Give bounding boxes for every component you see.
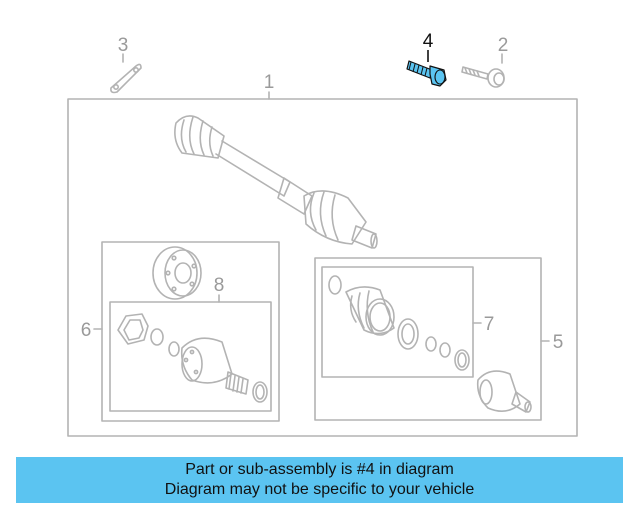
parts-diagram: 1 2 3 4 5 6 7 8 (67, 31, 578, 437)
callout-1: 1 (264, 72, 275, 93)
assembly-box-7 (321, 266, 474, 378)
assembly-box-1 (67, 98, 578, 437)
callout-3: 3 (118, 35, 129, 56)
part-4-bolt-highlighted[interactable] (406, 50, 447, 87)
banner-line-part: Part or sub-assembly is #4 in diagram (185, 461, 454, 478)
callout-7: 7 (484, 314, 495, 335)
part-8-inner-joint (117, 313, 268, 403)
callout-6: 6 (81, 320, 92, 341)
callout-4[interactable]: 4 (423, 31, 434, 52)
callout-2: 2 (498, 35, 509, 56)
part-7-outer-boot (328, 275, 470, 371)
part-hub-flange (152, 246, 202, 300)
info-banner: Part or sub-assembly is #4 in diagram Di… (16, 457, 623, 503)
part-3-link-plate (110, 53, 142, 94)
part-2-bolt (461, 53, 505, 88)
assembly-box-5 (314, 257, 542, 421)
part-5-outer-joint (476, 370, 532, 413)
part-1-axle-shaft (174, 115, 378, 249)
callout-5: 5 (553, 332, 564, 353)
assembly-box-6 (101, 241, 280, 422)
callout-8: 8 (214, 275, 225, 296)
banner-line-disclaimer: Diagram may not be specific to your vehi… (164, 481, 475, 498)
assembly-box-8 (109, 301, 272, 412)
